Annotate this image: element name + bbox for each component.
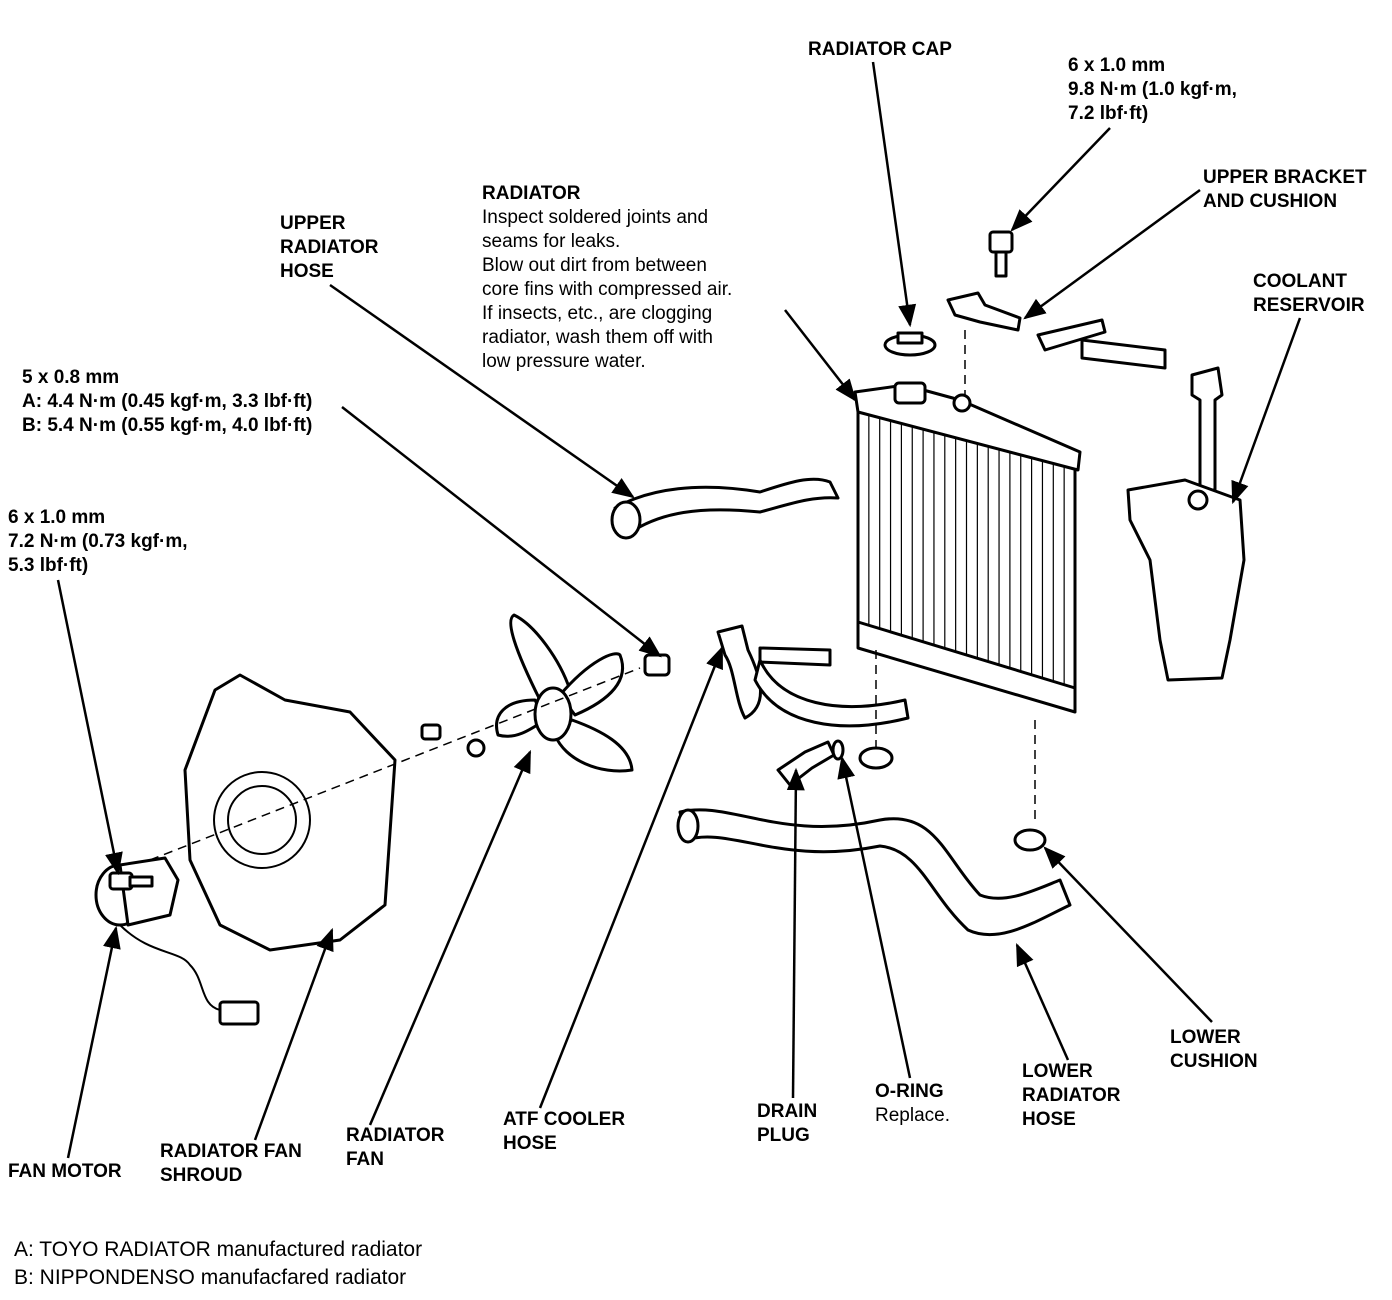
label-note: radiator, wash them off with <box>482 327 713 348</box>
coolant-reservoir-part <box>1126 478 1246 682</box>
label-line: 7.2 lbf·ft) <box>1068 103 1149 124</box>
legend-item-a: A: TOYO RADIATOR manufactured radiator <box>14 1238 423 1261</box>
label-line: AND CUSHION <box>1203 191 1338 212</box>
label-note: Replace. <box>875 1105 950 1126</box>
label-line: DRAIN <box>757 1101 818 1122</box>
leader-atf-hose <box>538 645 724 1109</box>
upper-bracket-part <box>946 291 1022 332</box>
label-radiator-fan-shroud: RADIATOR FAN SHROUD <box>160 1140 302 1188</box>
label-line: RADIATOR <box>346 1125 445 1146</box>
label-line: LOWER <box>1022 1061 1093 1082</box>
reservoir-neck-part <box>1190 366 1224 492</box>
leader-radiator <box>784 309 857 402</box>
o-ring-part <box>831 739 845 761</box>
leader-bolt-5x08 <box>341 406 662 658</box>
label-line: 5 x 0.8 mm <box>22 367 120 388</box>
label-line: 5.3 lbf·ft) <box>8 555 89 576</box>
label-line: UPPER <box>280 213 346 234</box>
label-coolant-reservoir: COOLANT RESERVOIR <box>1253 270 1365 318</box>
label-line: SHROUD <box>160 1165 243 1186</box>
radiator-fan-shroud-part <box>183 673 397 952</box>
label-line: B: 5.4 N·m (0.55 kgf·m, 4.0 lbf·ft) <box>22 415 313 436</box>
leader-upper-bracket <box>1023 188 1201 320</box>
leader-lower-cushion <box>1043 846 1213 1023</box>
shroud-bolt-part <box>420 723 442 741</box>
leader-fan-shroud <box>253 927 334 1141</box>
upper-radiator-hose-part <box>613 477 840 536</box>
label-title: RADIATOR <box>482 183 581 204</box>
label-line: A: 4.4 N·m (0.45 kgf·m, 3.3 lbf·ft) <box>22 391 313 412</box>
label-note: Blow out dirt from between <box>482 255 707 276</box>
fan-nut-part <box>643 653 671 677</box>
legend-item-b: B: NIPPONDENSO manufacfared radiator <box>14 1266 407 1289</box>
radiator-cap-part <box>883 331 937 357</box>
label-line: 7.2 N·m (0.73 kgf·m, <box>8 531 188 552</box>
label-note: If insects, etc., are clogging <box>482 303 713 324</box>
label-line: RADIATOR <box>1022 1085 1121 1106</box>
leader-fan-motor <box>66 925 121 1159</box>
label-line: COOLANT <box>1253 271 1347 292</box>
label-line: 6 x 1.0 mm <box>8 507 106 528</box>
leader-upper-bolt <box>1010 127 1111 232</box>
radiator-fan-part <box>495 613 634 773</box>
lower-radiator-hose-part <box>678 808 1072 937</box>
upper-bracket-bolt-part <box>988 230 1014 278</box>
label-lower-cushion: LOWER CUSHION <box>1170 1026 1258 1074</box>
label-lower-radiator-hose: LOWER RADIATOR HOSE <box>1022 1060 1121 1132</box>
leader-drain-plug <box>786 767 805 1099</box>
label-line: FAN MOTOR <box>8 1161 122 1182</box>
reservoir-hose-part <box>1036 318 1167 370</box>
label-line: UPPER BRACKET <box>1203 167 1367 188</box>
label-note: seams for leaks. <box>482 231 621 252</box>
label-line: CUSHION <box>1170 1051 1258 1072</box>
label-line: LOWER <box>1170 1027 1241 1048</box>
leader-radiator-cap <box>871 61 917 328</box>
label-atf-cooler-hose: ATF COOLER HOSE <box>503 1108 625 1156</box>
label-line: HOSE <box>503 1133 557 1154</box>
label-line: FAN <box>346 1149 384 1170</box>
label-title: O-RING <box>875 1081 944 1102</box>
drain-plug-part <box>776 740 836 787</box>
fan-motor-part <box>94 856 260 1026</box>
leader-lower-hose <box>1015 942 1070 1061</box>
label-line: HOSE <box>280 261 334 282</box>
label-note: core fins with compressed air. <box>482 279 733 300</box>
label-drain-plug: DRAIN PLUG <box>757 1100 817 1148</box>
label-radiator-fan: RADIATOR FAN <box>346 1124 445 1172</box>
label-line: RESERVOIR <box>1253 295 1365 316</box>
label-radiator-cap: RADIATOR CAP <box>808 38 952 62</box>
label-note: low pressure water. <box>482 351 646 372</box>
label-radiator: RADIATOR Inspect soldered joints and sea… <box>482 182 732 374</box>
label-line: ATF COOLER <box>503 1109 626 1130</box>
label-bolt-6x1-fan: 6 x 1.0 mm 7.2 N·m (0.73 kgf·m, 5.3 lbf·… <box>8 506 188 578</box>
atf-cooler-hose-part <box>716 624 762 720</box>
label-line: HOSE <box>1022 1109 1076 1130</box>
manufacturer-legend: A: TOYO RADIATOR manufactured radiator B… <box>14 1236 422 1292</box>
label-o-ring: O-RING Replace. <box>875 1080 950 1128</box>
washer-part <box>466 738 486 758</box>
radiator-part <box>853 381 1082 714</box>
label-fan-motor: FAN MOTOR <box>8 1160 122 1184</box>
leader-radiator-fan <box>368 749 532 1126</box>
label-upper-radiator-hose: UPPER RADIATOR HOSE <box>280 212 379 284</box>
label-line: 6 x 1.0 mm <box>1068 55 1166 76</box>
label-line: RADIATOR <box>280 237 379 258</box>
leader-coolant-reservoir <box>1231 317 1302 505</box>
leader-bolt-6x1-fan <box>56 579 123 876</box>
fan-bolt-part <box>108 871 154 891</box>
label-line: 9.8 N·m (1.0 kgf·m, <box>1068 79 1237 100</box>
label-upper-bracket: UPPER BRACKET AND CUSHION <box>1203 166 1367 214</box>
label-bolt-5x08: 5 x 0.8 mm A: 4.4 N·m (0.45 kgf·m, 3.3 l… <box>22 366 312 438</box>
label-line: PLUG <box>757 1125 810 1146</box>
label-bolt-6x1-upper: 6 x 1.0 mm 9.8 N·m (1.0 kgf·m, 7.2 lbf·f… <box>1068 54 1237 126</box>
atf-lower-hose-part <box>753 658 910 728</box>
label-note: Inspect soldered joints and <box>482 207 709 228</box>
label-line: RADIATOR FAN <box>160 1141 302 1162</box>
label-line: RADIATOR CAP <box>808 39 952 60</box>
leader-o-ring <box>837 755 912 1079</box>
leader-upper-hose <box>329 283 635 499</box>
lower-cushion-part <box>1013 828 1047 852</box>
